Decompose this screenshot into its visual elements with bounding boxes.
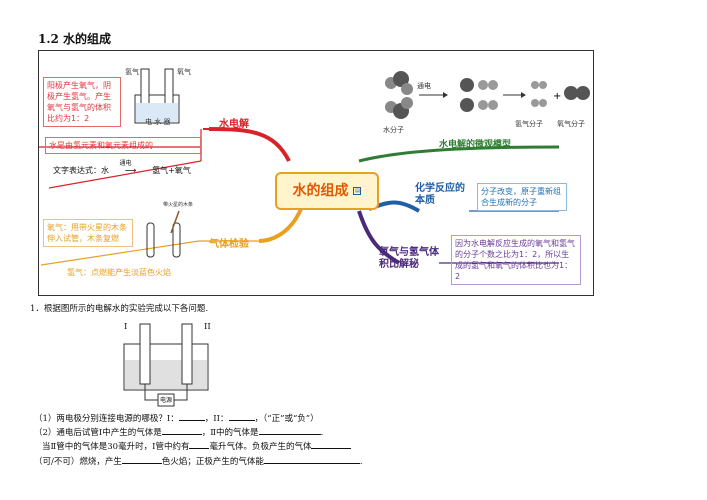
answer-blank-q4-positive[interactable] xyxy=(263,455,360,464)
electrolysis-apparatus-drawing xyxy=(134,68,180,124)
answer-blank-q2-II[interactable] xyxy=(258,426,321,435)
q1-text-c: ，（“正”或“负”） xyxy=(254,414,319,424)
page-title: 1.2 水的组成 xyxy=(38,32,112,46)
oxygen-label: 氧气 xyxy=(177,68,191,76)
h2-molecule-label: 氢气分子 xyxy=(515,120,543,128)
q1-text-b: ，II： xyxy=(204,414,229,424)
word-equation: 文字表达式：水 通电 ⟶ 氢气+氧气 xyxy=(53,160,191,176)
power-label: 电源 xyxy=(160,397,173,404)
o2-molecule-label: 氧气分子 xyxy=(557,120,585,128)
essence-desc: 分子改变，原子重新组合生成新的分子 xyxy=(477,183,567,211)
answer-blank-q3-volume[interactable] xyxy=(189,440,210,449)
arrow-icon: ⟶ xyxy=(124,166,137,175)
answer-blank-q3-gas[interactable] xyxy=(311,440,352,449)
q1-text-a: （1）两电极分别连接电源的哪极？I： xyxy=(34,414,179,424)
micro-model: + 通电 水分子 氢气分子 氧气分子 xyxy=(375,63,591,141)
micro-condition: 通电 xyxy=(417,82,431,90)
volume-desc: 因为水电解反应生成的氧气和氢气的分子个数之比为1：2，所以生成的氢气和氧气的体积… xyxy=(451,235,581,285)
test-tubes-drawing xyxy=(146,210,181,258)
question-3: 当Ⅱ管中的气体是30毫升时，Ⅰ管中约有 毫升气体。负极产生的气体 xyxy=(42,440,352,452)
apparatus-caption: 电 水 器 xyxy=(145,118,171,126)
label-I: I xyxy=(124,322,128,332)
q4-text-a: （可/不可）燃烧，产生 xyxy=(34,457,122,467)
question-2: （2）通电后试管Ⅰ中产生的气体是 ，Ⅱ中的气体是. xyxy=(34,426,323,438)
mind-map-branches xyxy=(39,127,560,266)
note-icon: ▤ xyxy=(353,187,362,195)
answer-blank-q1-II[interactable] xyxy=(228,412,255,421)
oxygen-test: 氧气：用带火星的木条伸入试管，木条复燃 xyxy=(43,219,133,247)
q3-text-a: 当Ⅱ管中的气体是30毫升时，Ⅰ管中约有 xyxy=(42,442,190,452)
composition-text: 水是由氢元素和氧元素组成的 xyxy=(45,137,201,154)
q4-text-c: . xyxy=(359,457,363,467)
word-eq-result: 氢气+氧气 xyxy=(152,166,191,175)
hydrogen-label: 氢气 xyxy=(125,68,139,76)
node-essence: 化学反应的本质 xyxy=(415,183,465,206)
center-topic: 水的组成 ▤ xyxy=(275,172,379,210)
question-apparatus: I II 电源 xyxy=(118,320,228,408)
svg-text:+: + xyxy=(553,91,561,102)
q2-text-c: . xyxy=(320,428,324,438)
q2-text-a: （2）通电后试管Ⅰ中产生的气体是 xyxy=(34,428,162,438)
test-tubes: 带火星的木条 xyxy=(139,201,194,261)
hydrogen-test: 氢气：点燃能产生淡蓝色火焰 xyxy=(67,268,171,277)
answer-blank-q1-I[interactable] xyxy=(178,412,205,421)
word-eq-condition: 通电 xyxy=(119,160,132,167)
mind-map: 阳极产生氧气，阴极产生氢气。产生氧气与氢气的体积比约为1：2 氧气 氢气 电 水… xyxy=(38,50,594,296)
node-electrolysis: 水电解 xyxy=(219,119,249,130)
label-II: II xyxy=(204,322,211,332)
electrolysis-desc: 阳极产生氧气，阴极产生氢气。产生氧气与氢气的体积比约为1：2 xyxy=(43,77,121,127)
question-apparatus-drawing xyxy=(123,323,209,407)
node-volume-ratio: 氧气与氢气体积比解秘 xyxy=(379,247,439,270)
word-eq-prefix: 文字表达式：水 xyxy=(53,166,109,175)
micro-model-drawing: + xyxy=(385,71,590,119)
question-stem: 1．根据图所示的电解水的实验完成以下各问题. xyxy=(30,304,209,314)
reaction-arrow: 通电 ⟶ xyxy=(112,160,150,175)
tube-label: 带火星的木条 xyxy=(163,202,194,208)
question-1: （1）两电极分别连接电源的哪极？I： ，II： ，（“正”或“负”） xyxy=(34,412,319,424)
q3-text-b: 毫升气体。负极产生的气体 xyxy=(209,442,312,452)
question-4: （可/不可）燃烧，产生 色火焰；正极产生的气体能. xyxy=(34,455,363,467)
answer-blank-q4-flame[interactable] xyxy=(121,455,162,464)
q2-text-b: ，Ⅱ中的气体是 xyxy=(201,428,259,438)
node-gas-test: 气体检验 xyxy=(209,239,249,250)
electrolysis-apparatus: 氧气 氢气 电 水 器 xyxy=(125,65,197,129)
center-topic-label: 水的组成 xyxy=(292,183,349,199)
water-molecule-label: 水分子 xyxy=(383,126,404,134)
q4-text-b: 色火焰；正极产生的气体能 xyxy=(161,457,264,467)
answer-blank-q2-I[interactable] xyxy=(161,426,202,435)
node-micro-model: 水电解的微观模型 xyxy=(439,140,512,150)
